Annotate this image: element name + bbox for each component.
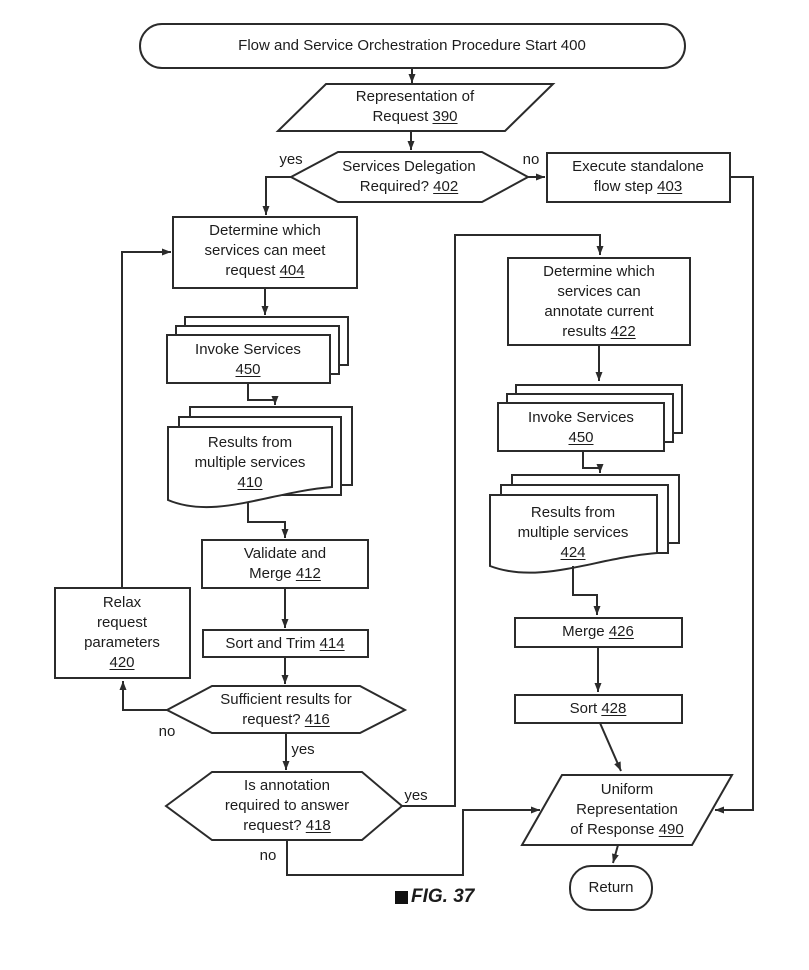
delegation-decision-label: Services Delegation Required? 402 [342, 158, 476, 195]
ref-402: 402 [433, 178, 459, 195]
results-b-document-shape [489, 494, 658, 574]
invoke-services-b-stack-front [497, 402, 665, 452]
determine-annotate-label: Determine which services can annotate cu… [543, 263, 655, 340]
merge-process-shape [514, 617, 683, 648]
edge-label-annotation-no: no [259, 847, 277, 864]
figure-caption-square-icon [395, 890, 408, 904]
uniform-response-io-shape [520, 774, 734, 846]
ref-410: 410 [237, 474, 263, 491]
ref-426: 426 [608, 623, 634, 640]
relax-process-shape [54, 587, 191, 679]
ref-490: 490 [658, 821, 684, 838]
invoke-services-a-stack-front [166, 334, 331, 384]
ref-412: 412 [295, 565, 321, 582]
edge-label-sufficient-no: no [158, 723, 176, 740]
ref-416: 416 [304, 711, 330, 728]
ref-428: 428 [601, 700, 627, 717]
sort-process-shape [514, 694, 683, 724]
validate-merge-process-shape [201, 539, 369, 589]
ref-422: 422 [610, 323, 636, 340]
standalone-label: Execute standalone flow step 403 [572, 158, 704, 195]
edge-invoke-b-to-results-b [582, 451, 604, 473]
sufficient-decision-shape [164, 685, 408, 734]
edge-results-a-to-validate [247, 502, 289, 538]
edge-standalone-to-uniform [715, 176, 754, 814]
determine-annotate-process-shape [507, 257, 691, 346]
edge-relax-loop-to-determine-meet [121, 248, 171, 588]
ref-420: 420 [109, 654, 135, 671]
sufficient-decision-label: Sufficient results for request? 416 [220, 691, 352, 728]
ref-403: 403 [657, 178, 683, 195]
sort-label: Sort 428 [569, 700, 627, 717]
edge-sufficient-no-to-relax [119, 681, 167, 711]
sort-trim-label: Sort and Trim 414 [225, 635, 345, 652]
figure-caption: FIG. 37 [395, 886, 474, 908]
figure-caption-text: FIG. 37 [411, 886, 475, 907]
ref-450b: 450 [568, 429, 594, 446]
ref-418: 418 [305, 817, 331, 834]
ref-404: 404 [279, 262, 305, 279]
edge-delegation-yes-to-determine-meet [262, 176, 291, 215]
relax-label: Relax request parameters 420 [84, 594, 160, 671]
edge-label-sufficient-yes: yes [291, 741, 315, 758]
merge-label: Merge 426 [562, 623, 634, 640]
edge-label-annotation-yes: yes [404, 787, 428, 804]
return-label: Return [588, 879, 634, 896]
results-a-document-shape [167, 426, 333, 509]
results-a-label: Results from multiple services 410 [194, 434, 306, 491]
determine-meet-label: Determine which services can meet reques… [204, 222, 326, 279]
edge-annotation-yes-to-determine-annotate [402, 234, 604, 807]
ref-414: 414 [319, 635, 345, 652]
ref-450a: 450 [235, 361, 261, 378]
edge-annotation-no-to-uniform [286, 806, 540, 876]
validate-merge-label: Validate and Merge 412 [243, 545, 327, 582]
edge-sort-to-uniform [599, 722, 622, 772]
start-text: Flow and Service Orchestration Procedure… [238, 37, 586, 54]
standalone-process-shape [546, 152, 731, 203]
edge-results-b-to-merge [572, 566, 601, 615]
ref-424: 424 [560, 544, 586, 561]
start-label: Flow and Service Orchestration Procedure… [152, 36, 672, 56]
edge-uniform-to-return [612, 844, 619, 864]
uniform-response-label: Uniform Representation of Response 490 [570, 781, 684, 838]
invoke-services-a-label: Invoke Services 450 [195, 341, 301, 378]
edge-label-delegation-no: no [522, 151, 540, 168]
results-b-label: Results from multiple services 424 [517, 504, 629, 561]
ref-390: 390 [432, 108, 458, 125]
sort-trim-process-shape [202, 629, 369, 658]
edge-label-delegation-yes: yes [279, 151, 303, 168]
invoke-services-b-label: Invoke Services 450 [528, 409, 634, 446]
annotation-decision-label: Is annotation required to answer request… [224, 777, 350, 834]
return-terminator-shape [569, 865, 653, 911]
determine-meet-process-shape [172, 216, 358, 289]
request-io-label: Representation of Request 390 [355, 88, 475, 125]
request-io-shape [275, 83, 556, 132]
edge-invoke-a-to-results-a [247, 383, 279, 405]
